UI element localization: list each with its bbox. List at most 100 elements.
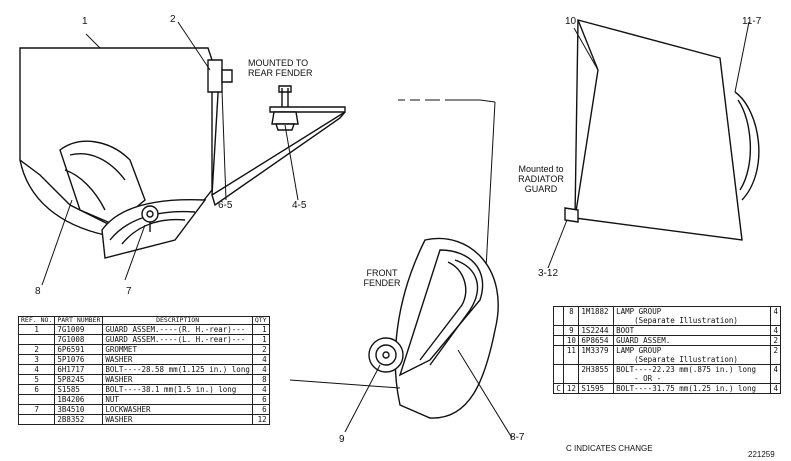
note-line: FRONT bbox=[366, 268, 398, 278]
description-subline: (Separate Illustration) bbox=[634, 355, 738, 364]
part-number-cell: S1585 bbox=[54, 384, 104, 395]
callout-6-5: 6-5 bbox=[218, 200, 233, 211]
description-line: BOOT bbox=[616, 326, 635, 335]
qty-cell: 12 bbox=[251, 414, 270, 425]
ref-cell: 8 bbox=[563, 306, 580, 326]
callout-11-7: 11-7 bbox=[742, 16, 762, 27]
ref-cell: 6 bbox=[17, 384, 56, 395]
table-header-row: REF. NO. PART NUMBER DESCRIPTION QTY bbox=[17, 316, 270, 325]
description-cell: BOLT----28.58 mm(1.125 in.) long bbox=[102, 364, 253, 375]
qty-cell: 1 bbox=[251, 334, 270, 345]
qty-cell: 4 bbox=[769, 364, 782, 384]
change-cell bbox=[552, 345, 565, 365]
part-number-cell: 1M3379 bbox=[578, 345, 615, 365]
change-cell: C bbox=[552, 383, 565, 394]
qty-cell: 6 bbox=[251, 404, 270, 415]
note-front-fender: FRONT FENDER bbox=[362, 268, 402, 288]
change-cell bbox=[552, 306, 565, 326]
figure-number: 221259 bbox=[748, 450, 775, 459]
part-number-cell: 5P8245 bbox=[54, 374, 104, 385]
header-part: PART NUMBER bbox=[54, 316, 104, 325]
change-legend: C INDICATES CHANGE bbox=[566, 444, 653, 453]
description-cell: WASHER bbox=[102, 414, 253, 425]
front-fender-assembly bbox=[368, 99, 499, 419]
qty-cell: 1 bbox=[251, 324, 270, 335]
description-cell: NUT bbox=[102, 394, 253, 405]
change-cell bbox=[552, 325, 565, 336]
part-number-cell: 2B8352 bbox=[54, 414, 104, 425]
ref-cell bbox=[17, 334, 56, 345]
description-cell: WASHER bbox=[102, 374, 253, 385]
part-number-cell: 1S2244 bbox=[578, 325, 615, 336]
part-number-cell: 2H3855 bbox=[578, 364, 615, 384]
note-line: RADIATOR bbox=[518, 174, 564, 184]
header-ref: REF. NO. bbox=[17, 316, 56, 325]
description-line: BOLT----22.23 mm(.875 in.) long bbox=[616, 365, 757, 374]
part-number-cell: 1B4206 bbox=[54, 394, 104, 405]
part-number-cell: 6H1717 bbox=[54, 364, 104, 375]
qty-cell: 4 bbox=[251, 384, 270, 395]
ref-cell: 12 bbox=[563, 383, 580, 394]
note-rear-fender: MOUNTED TO REAR FENDER bbox=[248, 58, 313, 78]
description-cell: BOLT----22.23 mm(.875 in.) long- OR - bbox=[613, 364, 771, 384]
ref-cell: 11 bbox=[563, 345, 580, 365]
qty-cell: 4 bbox=[251, 364, 270, 375]
description-cell: WASHER bbox=[102, 354, 253, 365]
qty-cell: 2 bbox=[769, 345, 782, 365]
ref-cell: 1 bbox=[17, 324, 56, 335]
part-number-cell: 7G1009 bbox=[54, 324, 104, 335]
callout-8: 8 bbox=[35, 286, 41, 297]
header-desc: DESCRIPTION bbox=[102, 316, 253, 325]
change-cell bbox=[552, 335, 565, 346]
description-cell: BOLT----31.75 mm(1.25 in.) long bbox=[613, 383, 771, 394]
note-radiator-guard: Mounted to RADIATOR GUARD bbox=[514, 164, 568, 194]
description-cell: GUARD ASSEM.----(L. H.-rear)--- bbox=[102, 334, 253, 345]
callout-2: 2 bbox=[170, 14, 176, 25]
qty-cell: 6 bbox=[251, 394, 270, 405]
part-number-cell: 6P6591 bbox=[54, 344, 104, 355]
note-line: GUARD bbox=[524, 184, 558, 194]
note-line: Mounted to bbox=[518, 164, 564, 174]
callout-10: 10 bbox=[565, 16, 577, 27]
description-line: LAMP GROUP bbox=[616, 307, 662, 316]
note-line: FENDER bbox=[363, 278, 401, 288]
qty-cell: 4 bbox=[769, 306, 782, 326]
note-line: MOUNTED TO bbox=[248, 58, 309, 68]
ref-cell bbox=[17, 414, 56, 425]
description-line: LAMP GROUP bbox=[616, 346, 662, 355]
ref-cell: 5 bbox=[17, 374, 56, 385]
description-line: GUARD ASSEM. bbox=[616, 336, 671, 345]
callout-7: 7 bbox=[126, 286, 132, 297]
part-number-cell: 7G1008 bbox=[54, 334, 104, 345]
description-cell: LAMP GROUP(Separate Illustration) bbox=[613, 345, 771, 365]
callout-3-12: 3-12 bbox=[538, 268, 559, 279]
ref-cell: 4 bbox=[17, 364, 56, 375]
header-qty: QTY bbox=[251, 316, 270, 325]
ref-cell bbox=[17, 394, 56, 405]
part-number-cell: S1595 bbox=[578, 383, 615, 394]
description-cell: BOLT----38.1 mm(1.5 in.) long bbox=[102, 384, 253, 395]
description-cell: GUARD ASSEM. bbox=[613, 335, 771, 346]
radiator-guard-assembly bbox=[564, 19, 760, 241]
part-number-cell: 3B4510 bbox=[54, 404, 104, 415]
callout-9: 9 bbox=[339, 434, 345, 445]
part-number-cell: 1M1882 bbox=[578, 306, 615, 326]
qty-cell: 4 bbox=[251, 354, 270, 365]
description-subline: - OR - bbox=[634, 374, 662, 383]
change-cell bbox=[552, 364, 565, 384]
description-cell: LAMP GROUP(Separate Illustration) bbox=[613, 306, 771, 326]
